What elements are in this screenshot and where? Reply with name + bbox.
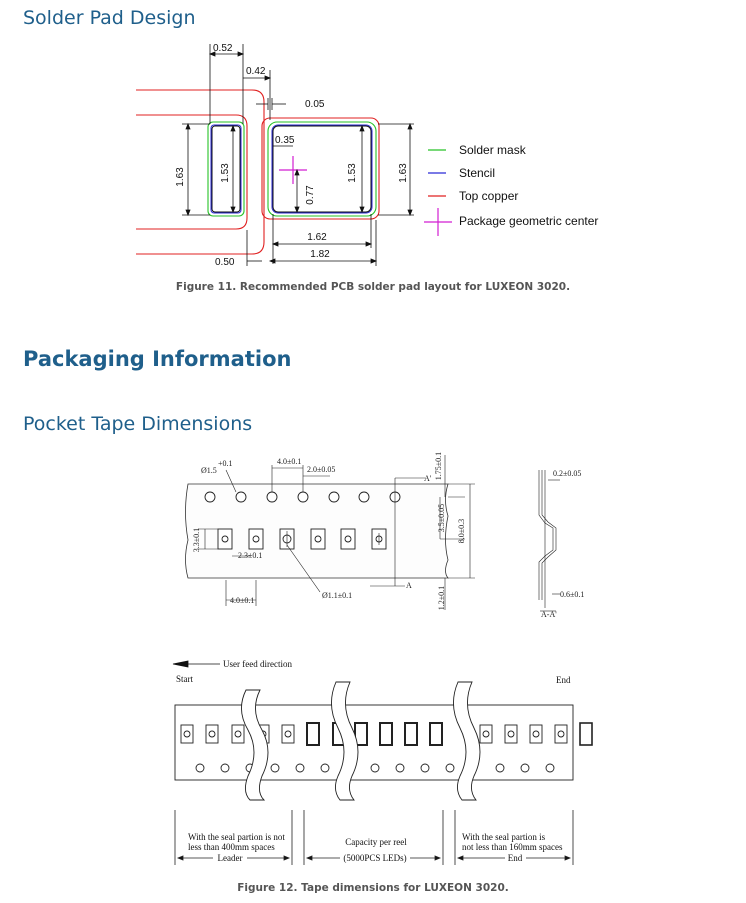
label-section-a: A — [406, 581, 412, 590]
leader-label: Leader — [218, 853, 243, 863]
dim-1-53-left: 1.53 — [220, 163, 231, 183]
label-mid-distance: 3.5±0.05 — [437, 504, 446, 532]
label-section-a-prime: A' — [424, 474, 432, 483]
legend-swatch-package-center — [424, 208, 452, 236]
dim-1-62: 1.62 — [307, 232, 327, 243]
feed-direction-label: User feed direction — [223, 659, 292, 669]
trailer-note: With the seal partion is — [462, 832, 546, 842]
capacity-label: (5000PCS LEDs) — [343, 853, 406, 863]
section-title-solder-pad: Solder Pad Design — [23, 7, 196, 29]
dim-0-52: 0.52 — [213, 43, 233, 54]
legend: Solder mask Stencil Top copper Package g… — [424, 143, 598, 236]
solder-mask-outline — [207, 121, 377, 217]
pad-outline — [211, 125, 372, 213]
label-pitch-bottom: 4.0±0.1 — [230, 596, 254, 605]
dim-0-42: 0.42 — [246, 66, 266, 77]
label-pocket-width: 3.3±0.1 — [192, 528, 201, 552]
trailer-note-line2: not less than 160mm spaces — [462, 842, 563, 852]
feed-end-label: End — [556, 675, 571, 685]
reel-feed-diagram: User feed direction Start End — [172, 659, 593, 865]
sprocket-holes — [204, 491, 401, 503]
label-pitch-2: 2.0±0.05 — [307, 465, 335, 474]
dim-1-53-right: 1.53 — [347, 163, 358, 183]
legend-label-stencil: Stencil — [459, 166, 495, 180]
feed-arrow-icon — [172, 660, 189, 668]
reel-pockets — [180, 722, 593, 746]
label-center-hole: Ø1.1±0.1 — [322, 591, 352, 600]
top-copper-outline — [136, 89, 380, 255]
dim-0-50: 0.50 — [215, 257, 235, 268]
label-thickness: 0.2±0.05 — [553, 469, 581, 478]
legend-label-top-copper: Top copper — [459, 189, 518, 203]
figure-11-caption: Figure 11. Recommended PCB solder pad la… — [175, 281, 571, 293]
label-depth: 1.2±0.1 — [437, 586, 446, 610]
dimension-lines — [182, 44, 414, 266]
section-title-pocket-tape: Pocket Tape Dimensions — [23, 413, 253, 435]
dim-1-63-left: 1.63 — [175, 167, 186, 187]
tape-break-marks — [241, 681, 481, 801]
section-title-packaging: Packaging Information — [23, 347, 292, 371]
label-pocket-length: 2.3±0.1 — [238, 551, 262, 560]
leader-note-line2: less than 400mm spaces — [188, 842, 275, 852]
leader-note: With the seal partion is not — [188, 832, 285, 842]
stencil-outline — [210, 124, 373, 214]
figure-12-caption: Figure 12. Tape dimensions for LUXEON 30… — [237, 882, 509, 894]
feed-start-label: Start — [176, 674, 193, 684]
reel-sprocket-holes — [195, 763, 555, 773]
dim-1-63-right: 1.63 — [398, 163, 409, 183]
capacity-note: Capacity per reel — [345, 837, 407, 847]
legend-label-solder-mask: Solder mask — [459, 143, 527, 157]
solder-pad-diagram: 0.52 0.42 0.05 0.35 1.63 1.53 0.77 1.53 … — [136, 43, 598, 268]
label-hole-diameter: Ø1.5 — [201, 466, 217, 475]
dim-0-05: 0.05 — [305, 99, 325, 110]
tape-pockets — [217, 528, 387, 550]
pocket-tape-diagram: Ø1.5 +0.1 4.0±0.1 2.0±0.05 3.3±0.1 2.3±0… — [185, 452, 584, 619]
dim-0-35: 0.35 — [275, 135, 295, 146]
package-center-marker — [279, 156, 307, 184]
label-edge-distance: 1.75±0.1 — [434, 452, 443, 480]
trailer-label: End — [508, 853, 523, 863]
label-hole-tolerance: +0.1 — [218, 459, 233, 468]
label-tape-width: 8.0±0.3 — [457, 519, 466, 543]
label-pitch-top: 4.0±0.1 — [277, 457, 301, 466]
dim-1-82: 1.82 — [310, 249, 330, 260]
label-section-aa: A-A' — [541, 610, 557, 619]
dim-0-77: 0.77 — [305, 185, 316, 205]
label-depth-section: 0.6±0.1 — [560, 590, 584, 599]
legend-label-package-center: Package geometric center — [459, 214, 598, 228]
